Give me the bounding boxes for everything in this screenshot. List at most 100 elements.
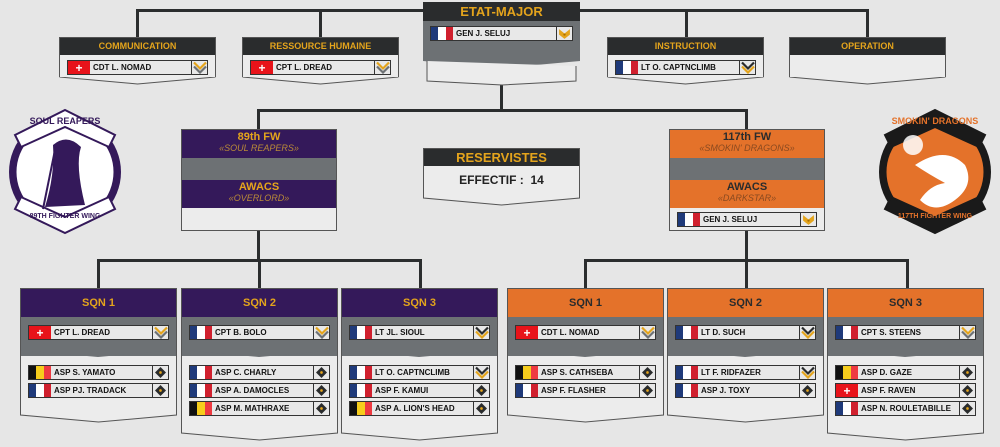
rank-asp-icon — [313, 402, 329, 415]
logo-top-text: SMOKIN' DRAGONS — [891, 116, 979, 126]
rank-asp-icon — [959, 402, 975, 415]
squadron-box: SQN 2 LT D. SUCH LT F. RIDFAZER ASP J. TOXY — [667, 288, 824, 423]
member-row[interactable]: ASP F. KAMUI — [349, 383, 490, 398]
leader-tail — [182, 348, 337, 358]
flag-fr-icon — [350, 326, 372, 339]
department-title: RESSOURCE HUMAINE — [243, 38, 398, 55]
box-tail — [242, 77, 399, 85]
member-row[interactable]: ASP J. TOXY — [675, 383, 816, 398]
leader-tail — [342, 348, 497, 358]
box-tail — [667, 403, 824, 423]
member-row[interactable]: ASP A. DAMOCLES — [189, 383, 330, 398]
member-name: CPT S. STEENS — [861, 328, 922, 337]
member-row[interactable]: ASP PJ. TRADACK — [28, 383, 169, 398]
member-row[interactable]: ASP A. LION'S HEAD — [349, 401, 490, 416]
member-row[interactable]: +CPT L. DREAD — [28, 325, 169, 340]
flag-fr-icon — [676, 384, 698, 397]
rank-asp-icon — [152, 366, 168, 379]
box-tail — [341, 421, 498, 441]
connector-line — [258, 109, 748, 112]
member-name: ASP C. CHARLY — [215, 368, 277, 377]
member-name: LT D. SUCH — [701, 328, 746, 337]
department-title: INSTRUCTION — [608, 38, 763, 55]
member-name: ASP D. GAZE — [861, 368, 912, 377]
connector-line — [257, 109, 260, 129]
squadron-title: SQN 2 — [668, 289, 823, 317]
box-tail — [59, 77, 216, 85]
logo-bottom-text: 117TH FIGHTER WING — [897, 213, 973, 220]
wing-header: 117th FW«SMOKIN' DRAGONS» — [670, 130, 824, 158]
connector-line — [584, 259, 587, 288]
member-row[interactable]: LT O. CAPTNCLIMB — [349, 365, 490, 380]
member-row[interactable]: GEN J. SELUJ — [430, 26, 573, 41]
member-row[interactable]: +CDT L. NOMAD — [515, 325, 656, 340]
box-tail — [507, 403, 664, 423]
rank-asp-icon — [152, 384, 168, 397]
effectif-label: EFFECTIF : — [459, 173, 524, 187]
rank-lt-icon — [473, 366, 489, 379]
rank-asp-icon — [799, 384, 815, 397]
member-row[interactable]: LT D. SUCH — [675, 325, 816, 340]
rank-cdt-icon — [639, 326, 655, 339]
squadron-title: SQN 3 — [828, 289, 983, 317]
wing-nickname: «SOUL REAPERS» — [219, 143, 299, 153]
flag-fr-icon — [190, 384, 212, 397]
leader-tail — [508, 348, 663, 358]
rank-gen-icon — [556, 27, 572, 40]
squadron-leader-area: +CDT L. NOMAD — [508, 317, 663, 358]
member-row[interactable]: ASP C. CHARLY — [189, 365, 330, 380]
awacs-header: AWACS«OVERLORD» — [182, 180, 336, 208]
rank-asp-icon — [959, 384, 975, 397]
member-row[interactable]: +CDT L. NOMAD — [67, 60, 208, 75]
connector-line — [745, 229, 748, 261]
member-name: CPT L. DREAD — [54, 328, 110, 337]
connector-line — [866, 9, 869, 37]
member-row[interactable]: ASP S. CATHSEBA — [515, 365, 656, 380]
awacs-callsign: «OVERLORD» — [228, 193, 290, 203]
member-row[interactable]: CPT S. STEENS — [835, 325, 976, 340]
member-name: LT O. CAPTNCLIMB — [375, 368, 450, 377]
member-row[interactable]: LT JL. SIOUL — [349, 325, 490, 340]
awacs-callsign: «DARKSTAR» — [717, 193, 777, 203]
box-tail — [827, 421, 984, 441]
flag-fr-icon — [431, 27, 453, 40]
member-row[interactable]: ASP F. FLASHER — [515, 383, 656, 398]
squadron-leader-area: LT D. SUCH — [668, 317, 823, 358]
awacs-label: AWACS — [726, 181, 768, 193]
member-row[interactable]: ASP D. GAZE — [835, 365, 976, 380]
member-row[interactable]: CPT B. BOLO — [189, 325, 330, 340]
box-tail — [20, 403, 177, 423]
leader-tail — [668, 348, 823, 358]
member-row[interactable]: +CPT L. DREAD — [250, 60, 391, 75]
member-row[interactable]: ASP M. MATHRAXE — [189, 401, 330, 416]
leader-tail — [21, 348, 176, 358]
connector-line — [319, 9, 322, 37]
member-row[interactable]: GEN J. SELUJ — [677, 212, 817, 227]
rank-gen-icon — [800, 213, 816, 226]
wing-box: 89th FW«SOUL REAPERS»AWACS«OVERLORD» — [181, 129, 337, 231]
flag-fr-icon — [516, 384, 538, 397]
member-name: ASP J. TOXY — [701, 386, 751, 395]
member-row[interactable]: LT O. CAPTNCLIMB — [615, 60, 756, 75]
flag-fr-icon — [190, 366, 212, 379]
member-row[interactable]: +ASP F. RAVEN — [835, 383, 976, 398]
flag-be-icon — [350, 402, 372, 415]
member-row[interactable]: LT F. RIDFAZER — [675, 365, 816, 380]
member-name: GEN J. SELUJ — [456, 29, 511, 38]
squadron-box: SQN 3 CPT S. STEENS ASP D. GAZE +ASP F. RAV… — [827, 288, 984, 441]
member-name: ASP M. MATHRAXE — [215, 404, 290, 413]
department-title: OPERATION — [790, 38, 945, 55]
flag-ch-icon: + — [516, 326, 538, 339]
flag-be-icon — [836, 366, 858, 379]
department-box-ressource-humaine: RESSOURCE HUMAINE +CPT L. DREAD — [242, 37, 399, 85]
flag-ch-icon: + — [836, 384, 858, 397]
member-row[interactable]: ASP S. YAMATO — [28, 365, 169, 380]
member-name: LT F. RIDFAZER — [701, 368, 761, 377]
squadron-leader-area: CPT B. BOLO — [182, 317, 337, 358]
box-tail — [789, 77, 946, 85]
awacs-header: AWACS«DARKSTAR» — [670, 180, 824, 208]
member-row[interactable]: ASP N. ROULETABILLE — [835, 401, 976, 416]
